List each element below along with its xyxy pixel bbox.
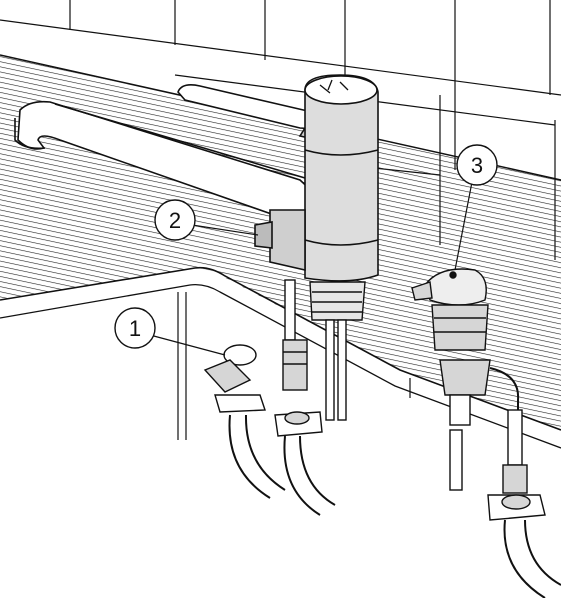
callout-1-label: 1 [129,316,141,341]
faucet-body [254,74,379,282]
right-hose [487,409,561,598]
callout-2: 2 [154,199,259,241]
hose-nut [274,411,336,516]
faucet-spout [14,100,332,225]
side-fitting-cap [411,268,520,491]
callout-2-label: 2 [169,208,181,233]
base-fittings [282,279,366,421]
callout-1: 1 [114,307,226,356]
callout-3-label: 3 [471,153,483,178]
callout-3: 3 [454,144,498,271]
shutoff-valve [203,344,286,499]
